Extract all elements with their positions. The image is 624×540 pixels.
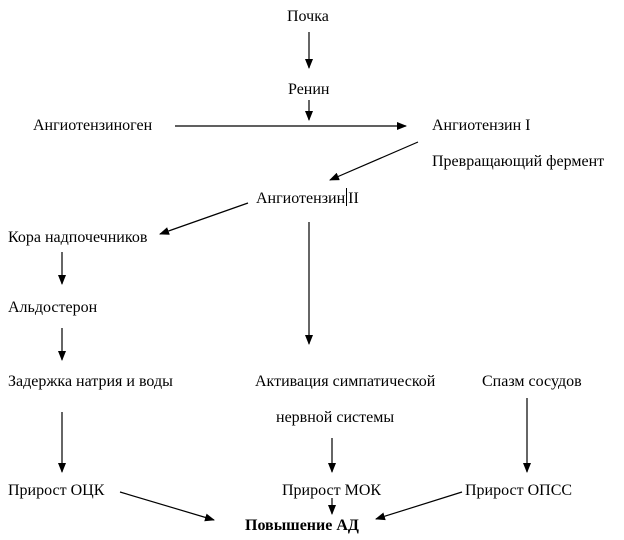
node-bp-increase: Повышение АД <box>245 517 359 534</box>
node-bcv-increase: Прирост ОЦК <box>8 482 105 499</box>
node-angiotensin-2-numeral: II <box>348 190 359 207</box>
node-angiotensin-1: Ангиотензин I <box>432 117 531 134</box>
node-renin: Ренин <box>288 81 330 98</box>
node-sympathetic-activation-line2: нервной системы <box>276 409 395 426</box>
node-sodium-water-retention: Задержка натрия и воды <box>8 373 173 390</box>
node-sympathetic-activation-line1: Активация симпатической <box>255 373 436 390</box>
node-adrenal-cortex: Кора надпочечников <box>8 229 148 246</box>
arrow-angiotensin1-to-angiotensin2 <box>329 141 419 181</box>
arrow-bcv-to-bp <box>119 491 215 522</box>
node-aldosterone: Альдостерон <box>8 299 98 316</box>
node-converting-enzyme: Превращающий фермент <box>432 153 605 170</box>
arrow-angiotensin2-to-adrenal-cortex <box>159 202 249 235</box>
node-vasospasm: Спазм сосудов <box>482 373 582 390</box>
text-cursor-mark <box>346 188 348 206</box>
node-tpvr-increase: Прирост ОПСС <box>465 482 573 499</box>
node-cardiac-output-increase: Прирост МОК <box>282 482 382 499</box>
node-kidney: Почка <box>287 8 329 25</box>
node-angiotensin-2-word: Ангиотензин <box>256 190 346 207</box>
arrow-tpvr-to-bp <box>375 491 463 521</box>
node-angiotensinogen: Ангиотензиноген <box>33 117 153 134</box>
